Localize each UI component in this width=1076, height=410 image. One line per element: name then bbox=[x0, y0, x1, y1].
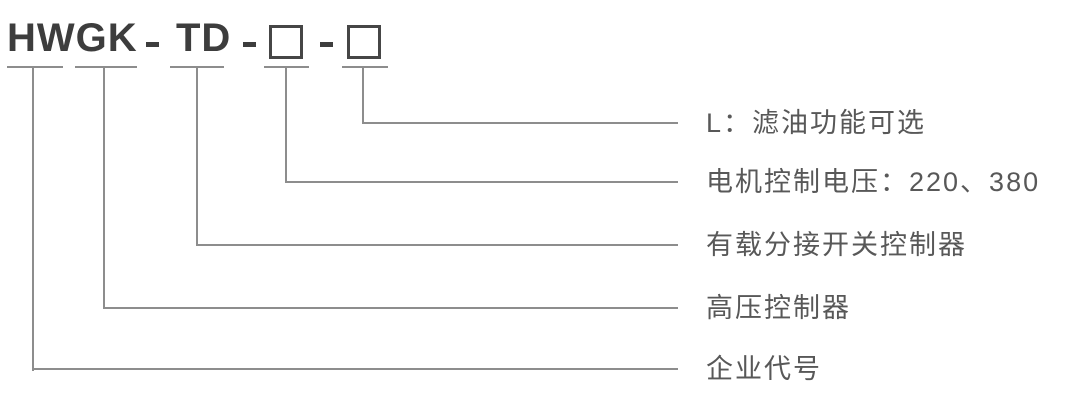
model-prefix: HWGK bbox=[7, 16, 138, 60]
placeholder-box-1 bbox=[269, 25, 303, 59]
connector-tick-box1 bbox=[285, 66, 287, 183]
separator-dash bbox=[146, 42, 159, 47]
placeholder-box-2 bbox=[347, 25, 381, 59]
legend-label-high-voltage-controller: 高压控制器 bbox=[706, 293, 851, 323]
legend-label-oil-filter-option: L：滤油功能可选 bbox=[706, 108, 927, 138]
leader-line-box1 bbox=[285, 181, 678, 183]
leader-line-gk bbox=[103, 307, 678, 309]
connector-tick-td bbox=[196, 66, 198, 246]
legend-label-on-load-tap-changer-controller: 有载分接开关控制器 bbox=[706, 230, 967, 260]
underline-gk bbox=[75, 66, 137, 68]
separator-dash bbox=[320, 42, 333, 47]
model-type-code: TD bbox=[176, 16, 232, 60]
leader-line-td bbox=[196, 244, 678, 246]
underline-hw bbox=[7, 66, 63, 68]
connector-tick-box2 bbox=[362, 66, 364, 124]
separator-dash bbox=[243, 42, 256, 47]
legend-label-enterprise-code: 企业代号 bbox=[706, 354, 822, 384]
underline-box2 bbox=[342, 66, 388, 68]
legend-label-motor-control-voltage: 电机控制电压：220、380 bbox=[706, 167, 1041, 197]
connector-tick-hw bbox=[32, 66, 34, 371]
leader-line-hw bbox=[32, 368, 678, 370]
leader-line-box2 bbox=[362, 122, 678, 124]
connector-tick-gk bbox=[103, 66, 105, 309]
